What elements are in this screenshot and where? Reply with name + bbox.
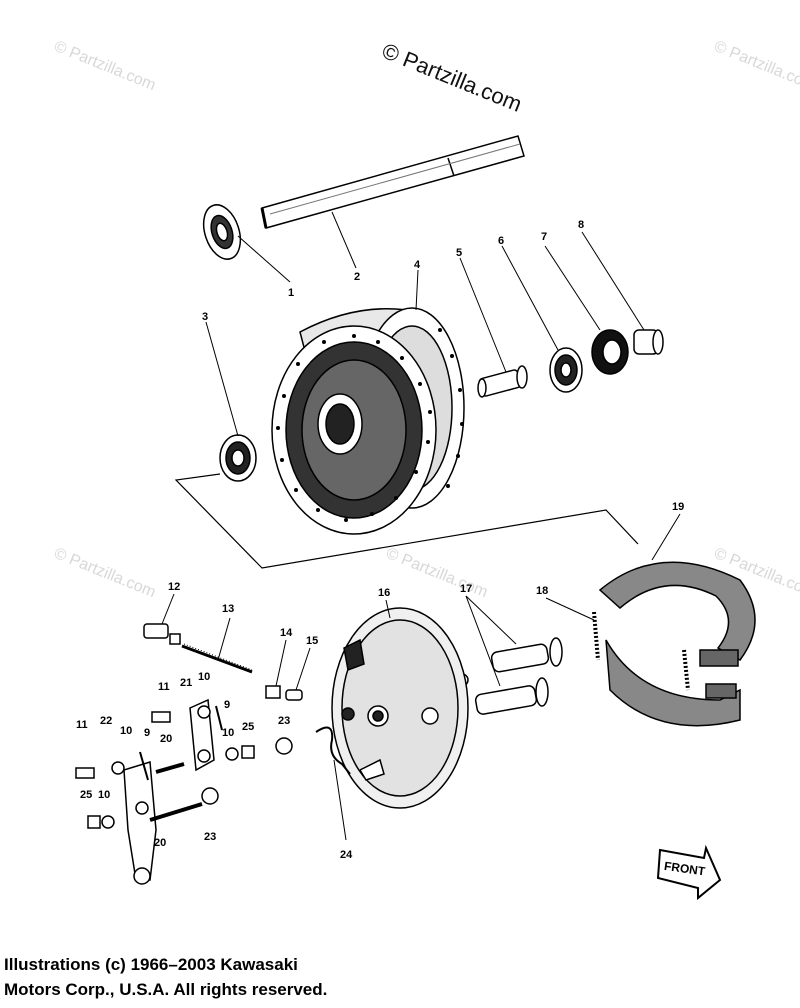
copyright-line-2: Motors Corp., U.S.A. All rights reserved… bbox=[4, 980, 328, 999]
part-9-pin[interactable] bbox=[139, 705, 223, 781]
part-22-cam-lever[interactable] bbox=[123, 761, 157, 885]
callout-10a: 10 bbox=[198, 671, 210, 683]
part-10-washer[interactable] bbox=[101, 705, 239, 829]
part-23-washer[interactable] bbox=[201, 737, 293, 805]
part-25-nut[interactable] bbox=[87, 745, 255, 829]
callout-21: 21 bbox=[180, 677, 192, 689]
callout-labels: 1 2 3 4 5 6 7 8 12 13 14 15 16 17 18 19 … bbox=[76, 219, 707, 879]
callout-13: 13 bbox=[222, 603, 234, 615]
part-7-oil-seal[interactable] bbox=[591, 329, 629, 375]
callout-7: 7 bbox=[541, 231, 547, 243]
callout-4: 4 bbox=[414, 259, 421, 271]
callout-17: 17 bbox=[460, 583, 472, 595]
callout-5: 5 bbox=[456, 247, 462, 259]
callout-18: 18 bbox=[536, 585, 548, 597]
part-4-hub[interactable] bbox=[271, 307, 465, 535]
callout-23a: 23 bbox=[278, 715, 290, 727]
callout-20a: 20 bbox=[160, 733, 172, 745]
callout-9a: 9 bbox=[224, 699, 230, 711]
part-13-brake-rod[interactable] bbox=[181, 643, 253, 674]
callout-2: 2 bbox=[354, 271, 360, 283]
callout-15: 15 bbox=[306, 635, 318, 647]
part-21-brake-lever[interactable] bbox=[189, 698, 215, 772]
part-17-cam-pieces[interactable] bbox=[455, 637, 563, 715]
part-5-spacer[interactable] bbox=[477, 365, 528, 398]
callout-22: 22 bbox=[100, 715, 112, 727]
callout-25a: 25 bbox=[242, 721, 254, 733]
callout-16: 16 bbox=[378, 587, 390, 599]
part-2-axle[interactable] bbox=[260, 135, 525, 229]
callout-10d: 10 bbox=[98, 789, 110, 801]
part-6-bearing[interactable] bbox=[549, 347, 583, 393]
callout-24: 24 bbox=[340, 849, 353, 861]
part-16-brake-panel[interactable] bbox=[331, 607, 469, 809]
callout-3: 3 bbox=[202, 311, 208, 323]
callout-14: 14 bbox=[280, 627, 293, 639]
callout-10b: 10 bbox=[222, 727, 234, 739]
callout-1: 1 bbox=[288, 287, 294, 299]
assembly-connection-line bbox=[174, 473, 639, 569]
front-label: FRONT bbox=[663, 859, 707, 879]
part-11-bolt[interactable] bbox=[75, 711, 171, 779]
part-14-nut[interactable] bbox=[265, 685, 281, 699]
part-24-spring[interactable] bbox=[315, 726, 351, 775]
callout-11b: 11 bbox=[76, 719, 88, 731]
front-arrow bbox=[656, 844, 722, 901]
part-3-bearing[interactable] bbox=[219, 434, 257, 482]
callout-25b: 25 bbox=[80, 789, 92, 801]
part-8-collar[interactable] bbox=[633, 329, 664, 355]
part-20-bolt[interactable] bbox=[149, 762, 203, 822]
callout-11a: 11 bbox=[158, 681, 170, 693]
callout-8: 8 bbox=[578, 219, 584, 231]
part-19-brake-shoes[interactable] bbox=[598, 561, 756, 727]
copyright-notice: Illustrations (c) 1966–2003 Kawasaki Mot… bbox=[4, 952, 327, 1002]
callout-20b: 20 bbox=[154, 837, 166, 849]
callout-10c: 10 bbox=[120, 725, 132, 737]
copyright-line-1: Illustrations (c) 1966–2003 Kawasaki bbox=[4, 955, 298, 974]
callout-19: 19 bbox=[672, 501, 684, 513]
part-12-bolt[interactable] bbox=[143, 623, 181, 645]
part-1-dust-cap[interactable] bbox=[197, 200, 247, 264]
callout-9b: 9 bbox=[144, 727, 150, 739]
callout-12: 12 bbox=[168, 581, 180, 593]
part-15-joint[interactable] bbox=[285, 689, 303, 701]
callout-23b: 23 bbox=[204, 831, 216, 843]
callout-6: 6 bbox=[498, 235, 504, 247]
part-18-return-springs[interactable] bbox=[592, 611, 690, 691]
leader-lines bbox=[161, 211, 681, 841]
